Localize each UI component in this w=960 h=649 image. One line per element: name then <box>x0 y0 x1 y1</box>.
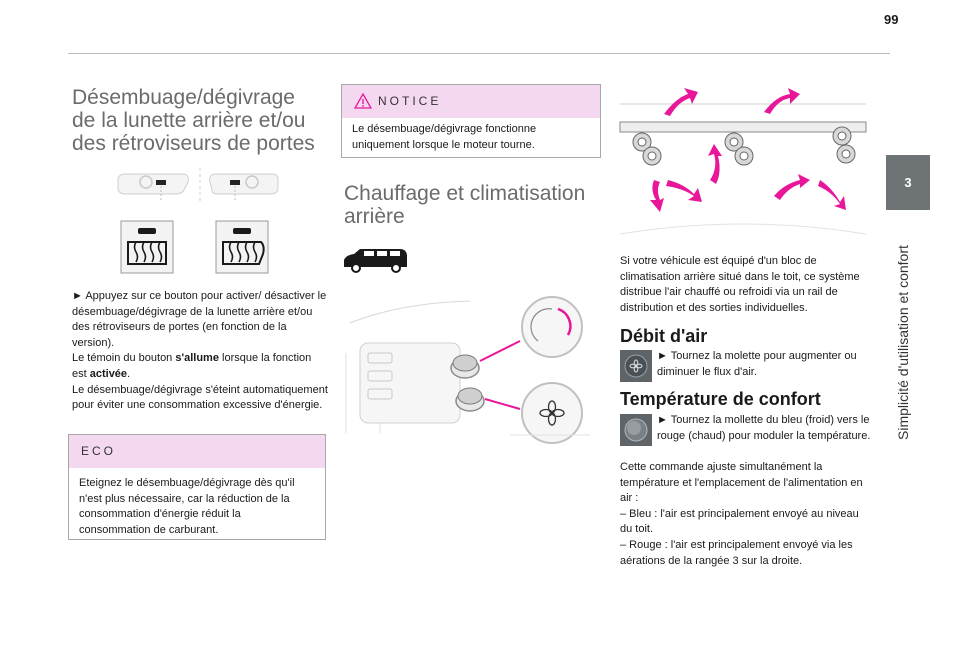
chapter-title: Simplicité d'utilisation et confort <box>895 245 911 440</box>
airflow-knob-icon <box>620 350 652 382</box>
warning-triangle-icon <box>354 93 372 109</box>
airflow-text: ► Tournez la molette pour augmenter ou d… <box>657 350 857 378</box>
mirror-illustrations <box>117 168 279 204</box>
eco-label: ECO <box>69 435 325 468</box>
eco-box: ECO Eteignez le désembuage/dégivrage dès… <box>68 434 326 540</box>
mirror-left-icon <box>117 173 189 200</box>
title-line: Chauffage et climatisation <box>344 182 586 205</box>
title-line: Désembuage/dégivrage <box>72 86 295 109</box>
lamp-text: Le témoin du bouton s'allume lorsque la … <box>72 352 312 380</box>
page-number: 99 <box>884 12 899 27</box>
mirror-right-icon <box>209 173 279 200</box>
section-title-defrost: Désembuage/dégivrage de la lunette arriè… <box>72 86 332 155</box>
auto-off-text: Le désembuage/dégivrage s'éteint automat… <box>72 383 328 412</box>
chapter-tab[interactable]: 3 <box>886 155 930 210</box>
rear-climate-intro: Si votre véhicule est équipé d'un bloc d… <box>620 255 860 314</box>
bullet-blue: – Bleu : l'air est principalement envoyé… <box>620 507 859 536</box>
notice-box: NOTICE Le désembuage/dégivrage fonctionn… <box>341 84 601 158</box>
bullet-red: – Rouge : l'air est principalement envoy… <box>620 538 853 567</box>
instruction-text: ► Appuyez sur ce bouton pour activer/ dé… <box>72 290 327 349</box>
rear-control-panel-illustration <box>345 296 590 444</box>
section-title-rear-climate: Chauffage et climatisation arrière <box>344 182 606 228</box>
eco-text: Eteignez le désembuage/dégivrage dès qu'… <box>79 477 295 536</box>
notice-text: Le désembuage/dégivrage fonctionne uniqu… <box>352 123 537 151</box>
roof-vents-illustration <box>619 88 867 235</box>
temperature-text-first: ► Tournez la mollette du bleu (froid) ve… <box>657 414 871 442</box>
temperature-desc-text: Cette commande ajuste simultanément la t… <box>620 461 863 505</box>
airflow-heading: Débit d'air <box>620 326 708 346</box>
title-line: de la lunette arrière et/ou <box>72 109 306 132</box>
header-rule <box>68 53 890 54</box>
title-line: des rétroviseurs de portes <box>72 132 315 155</box>
rear-window-defrost-button-icon <box>120 220 174 274</box>
temperature-heading: Température de confort <box>620 389 821 409</box>
notice-header: NOTICE <box>342 85 600 118</box>
defrost-instructions: ► Appuyez sur ce bouton pour activer/ dé… <box>72 289 328 414</box>
temperature-description: Cette commande ajuste simultanément la t… <box>620 460 874 569</box>
title-line: arrière <box>344 205 405 228</box>
mirror-defrost-button-icon <box>215 220 269 274</box>
temperature-knob-icon <box>620 414 652 446</box>
notice-label: NOTICE <box>378 94 442 108</box>
van-silhouette-icon <box>344 249 407 273</box>
